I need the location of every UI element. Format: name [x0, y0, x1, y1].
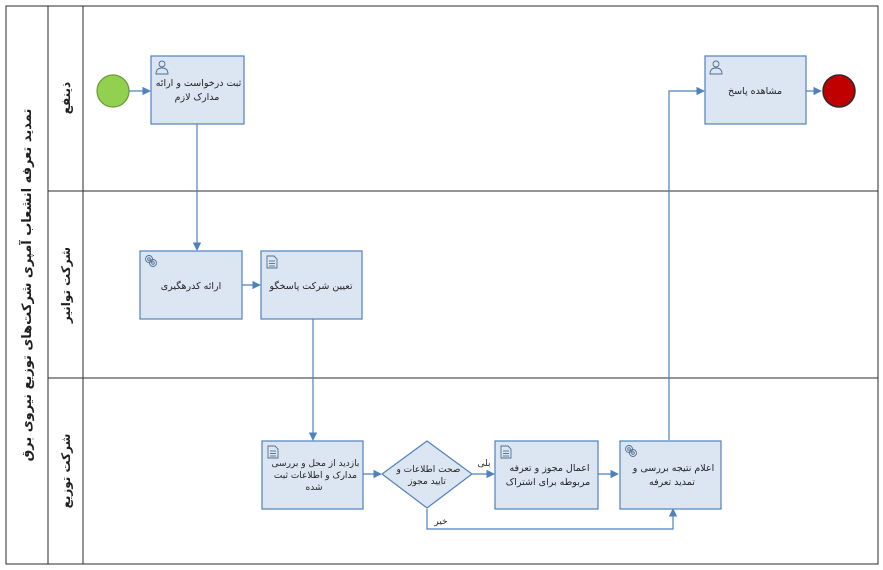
task-view-response[interactable]: مشاهده پاسخ: [704, 55, 807, 125]
task-apply-tariff-line-2: مربوطه برای اشتراک: [506, 477, 590, 488]
task-site-visit-line-3: شده: [306, 483, 323, 493]
flow-gateway-no: [426, 508, 678, 530]
lane-label-tavanir: شرکت توانیر: [59, 247, 74, 324]
svg-text:ثبت درخواست و ارائه مدار: ثبت درخواست و ارائه مدارک لازم: [153, 78, 242, 103]
gateway-yes-label: بلی: [478, 459, 491, 469]
task-submit-line-2: مدارک لازم: [175, 92, 220, 103]
task-apply-tariff-line-1: اعمال مجوز و تعرفه: [509, 463, 589, 474]
task-assign-code-label: ارائه کدرهگیری: [161, 280, 222, 292]
manual-task-icon: [500, 445, 512, 459]
start-event: [96, 74, 130, 108]
lane-label-distribution: شرکت توزیع: [59, 434, 74, 509]
task-assign-code[interactable]: ارائه کدرهگیری: [139, 250, 243, 320]
flow-announce-to-view: [668, 86, 705, 440]
task-submit-line-1: ثبت درخواست و ارائه: [156, 78, 242, 89]
task-site-visit-line-1: بازدید از محل و بررسی: [272, 459, 360, 469]
svg-text:صحت اطلاعات و تایید مجوز: صحت اطلاعات و تایید مجوز: [394, 465, 461, 487]
task-site-visit-line-2: مدارک و اطلاعات ثبت: [274, 470, 357, 481]
task-assign-company-label: تعیین شرکت پاسخگو: [268, 280, 352, 292]
gateway-line-1: صحت اطلاعات و: [395, 465, 460, 475]
task-site-visit[interactable]: بازدید از محل و بررسی مدارک و اطلاعات ثب…: [261, 440, 364, 510]
pool-frame: [5, 5, 879, 565]
gateway-line-2: تایید مجوز: [407, 477, 446, 487]
manual-task-icon: [267, 445, 279, 459]
task-announce-result[interactable]: اعلام نتیجه بررسی و تمدید تعرفه: [619, 440, 722, 510]
gateway-no-label: خیر: [433, 517, 447, 527]
task-view-response-label: مشاهده پاسخ: [728, 86, 782, 97]
task-submit-request[interactable]: ثبت درخواست و ارائه مدارک لازم: [150, 55, 245, 125]
task-announce-line-1: اعلام نتیجه بررسی و: [632, 463, 714, 474]
pool-title: تمدید تعرفه انشعاب آمپری شرکت‌های توزیع …: [18, 109, 35, 462]
service-task-icon: [625, 445, 637, 457]
end-event: [822, 74, 856, 108]
manual-task-icon: [266, 255, 278, 269]
svg-text:اعلام نتیجه بررسی و تمدی: اعلام نتیجه بررسی و تمدید تعرفه: [630, 463, 715, 488]
gateway-verify[interactable]: صحت اطلاعات و تایید مجوز: [380, 440, 474, 509]
task-announce-line-2: تمدید تعرفه: [649, 477, 695, 488]
svg-text:اعمال مجوز و تعرفه مربوط: اعمال مجوز و تعرفه مربوطه برای اشتراک: [506, 463, 590, 488]
task-apply-tariff[interactable]: اعمال مجوز و تعرفه مربوطه برای اشتراک: [494, 440, 599, 510]
service-task-icon: [145, 255, 157, 267]
user-task-icon: [155, 60, 169, 75]
svg-text:بازدید از محل و بررسی مد: بازدید از محل و بررسی مدارک و اطلاعات ثب…: [269, 459, 360, 493]
lane-label-stakeholder: ذینفع: [59, 82, 73, 114]
user-task-icon: [709, 60, 723, 75]
task-assign-company[interactable]: تعیین شرکت پاسخگو: [260, 250, 363, 320]
